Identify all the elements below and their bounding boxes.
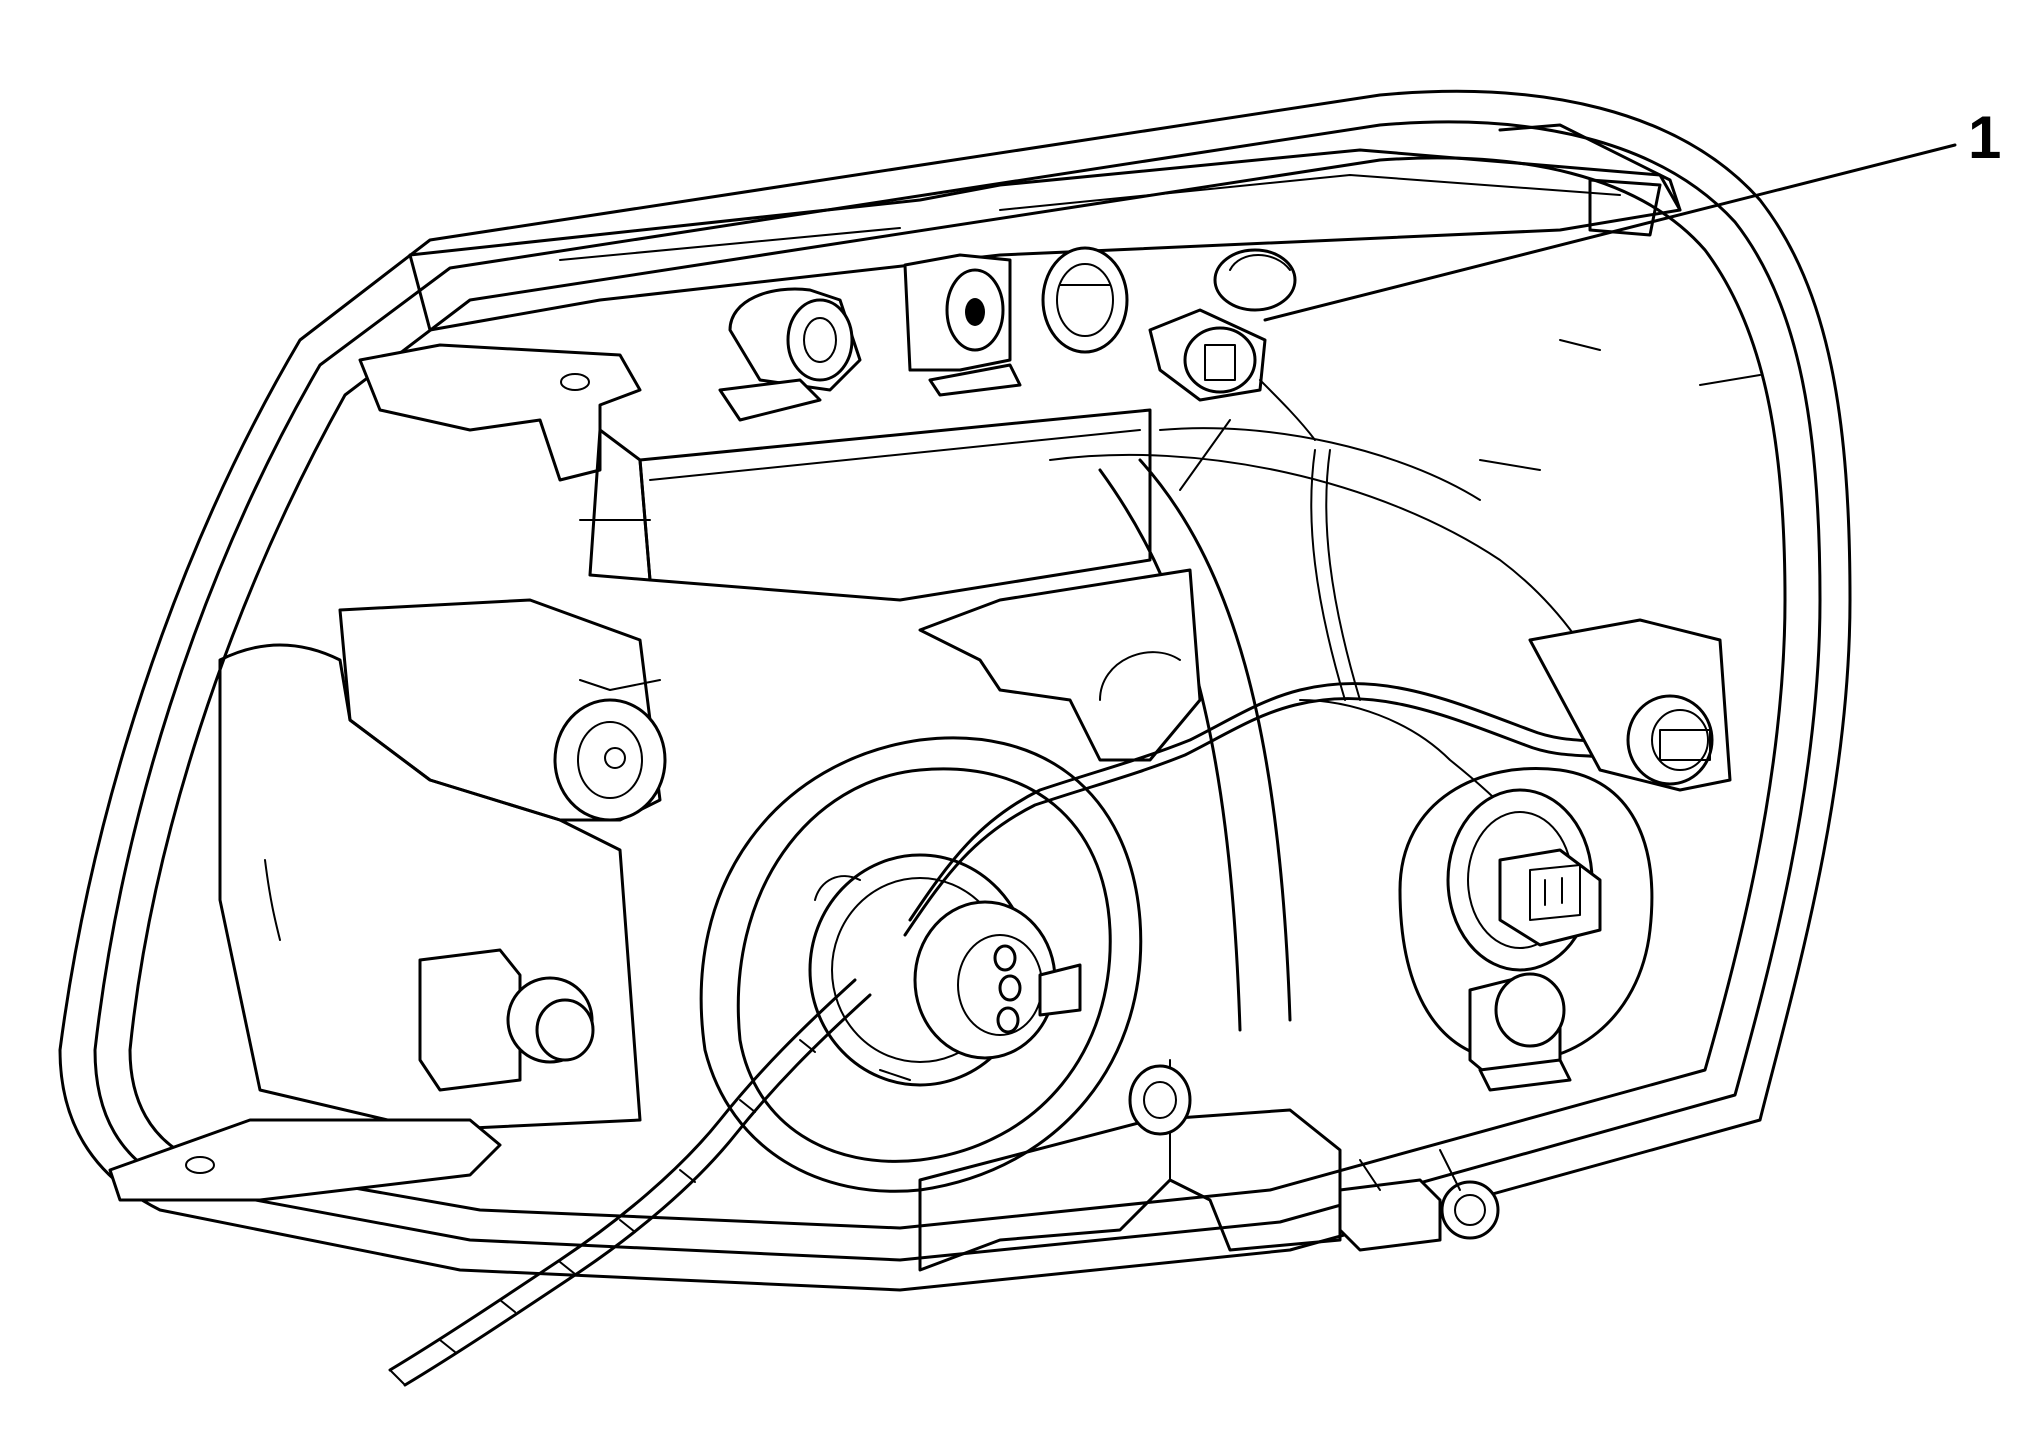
far-right-marker-socket [1528, 618, 1732, 792]
housing-outer-rim [58, 89, 1852, 1292]
bottom-mounting-boss [1128, 1064, 1192, 1136]
low-beam-bulb-socket [699, 736, 1143, 1193]
top-bulb-socket-left [718, 287, 862, 422]
lower-right-bulb-socket [1468, 972, 1572, 1092]
top-bulb-socket-center [903, 253, 1022, 397]
left-inner-panel [218, 643, 642, 1132]
callout-label-1: 1 [1968, 104, 2002, 171]
housing-inner-rim [128, 156, 1787, 1230]
callout-leader-line [1263, 143, 1957, 322]
divider-wall [1138, 458, 1292, 1022]
lower-left-adjuster [418, 948, 595, 1092]
center-upper-block [638, 408, 1152, 602]
center-tab [918, 568, 1202, 762]
side-marker-socket [1148, 248, 1316, 441]
bottom-base [918, 1108, 1342, 1272]
upper-left-mounting-bracket [358, 343, 642, 482]
housing-middle-rim [93, 120, 1822, 1262]
wiring-harness-main [908, 682, 1642, 922]
wiring-harness-tail [388, 978, 857, 1372]
turn-signal-socket [1398, 767, 1654, 1063]
top-bulb-socket-right [1041, 246, 1129, 354]
left-adjuster-housing [338, 598, 667, 822]
bottom-connector [1338, 1149, 1500, 1252]
lower-left-mounting-bracket [108, 1118, 502, 1202]
